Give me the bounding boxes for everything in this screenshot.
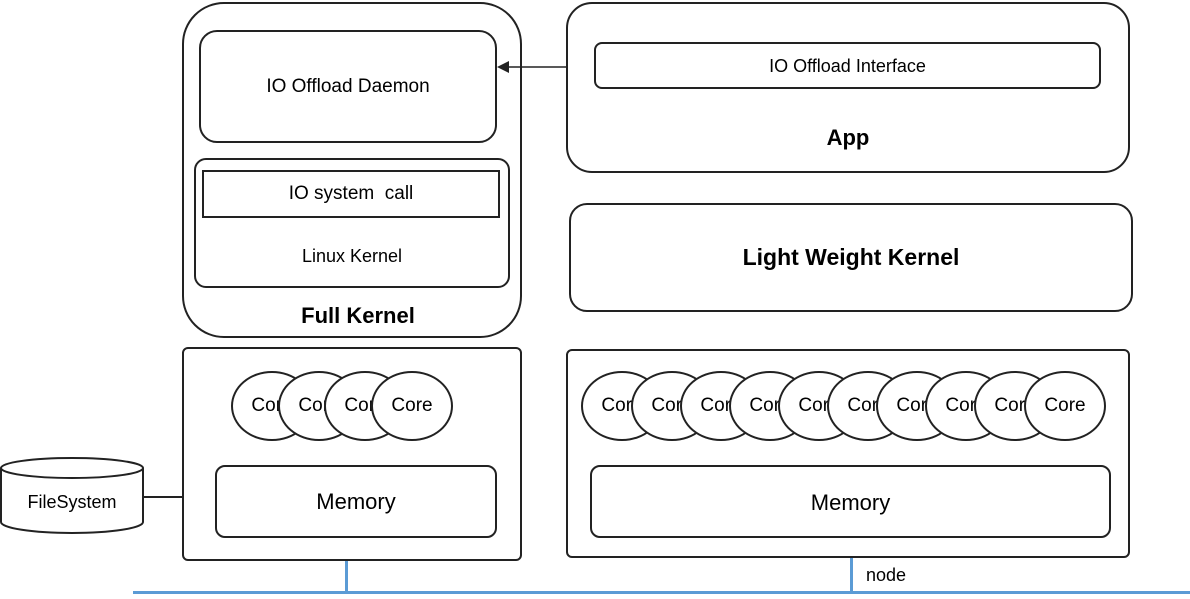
filesystem-connector — [144, 496, 182, 498]
light-weight-kernel-title: Light Weight Kernel — [742, 244, 960, 270]
core-circle: Core — [1024, 371, 1106, 441]
full-kernel-title: Full Kernel — [301, 303, 415, 328]
io-system-call-label: IO system call — [288, 183, 414, 204]
network-line — [133, 591, 1190, 594]
core-circle: Core — [371, 371, 453, 441]
left-node-link — [345, 561, 348, 593]
node-label: node — [866, 565, 907, 585]
right-memory-label: Memory — [810, 490, 891, 515]
io-offload-interface-label: IO Offload Interface — [769, 56, 926, 76]
filesystem-cylinder — [0, 457, 144, 534]
right-memory-box — [590, 465, 1111, 538]
io-system-call-box — [202, 170, 500, 218]
app-title: App — [826, 125, 870, 150]
light-weight-kernel-box — [569, 203, 1133, 312]
io-offload-daemon-label: IO Offload Daemon — [266, 76, 430, 97]
left-memory-box — [215, 465, 497, 538]
filesystem-label: FileSystem — [27, 492, 117, 512]
left-memory-label: Memory — [316, 489, 396, 514]
linux-kernel-label: Linux Kernel — [301, 246, 403, 266]
io-offload-interface-box — [594, 42, 1101, 89]
right-node-link — [850, 558, 853, 593]
io-offload-daemon-box — [199, 30, 497, 143]
